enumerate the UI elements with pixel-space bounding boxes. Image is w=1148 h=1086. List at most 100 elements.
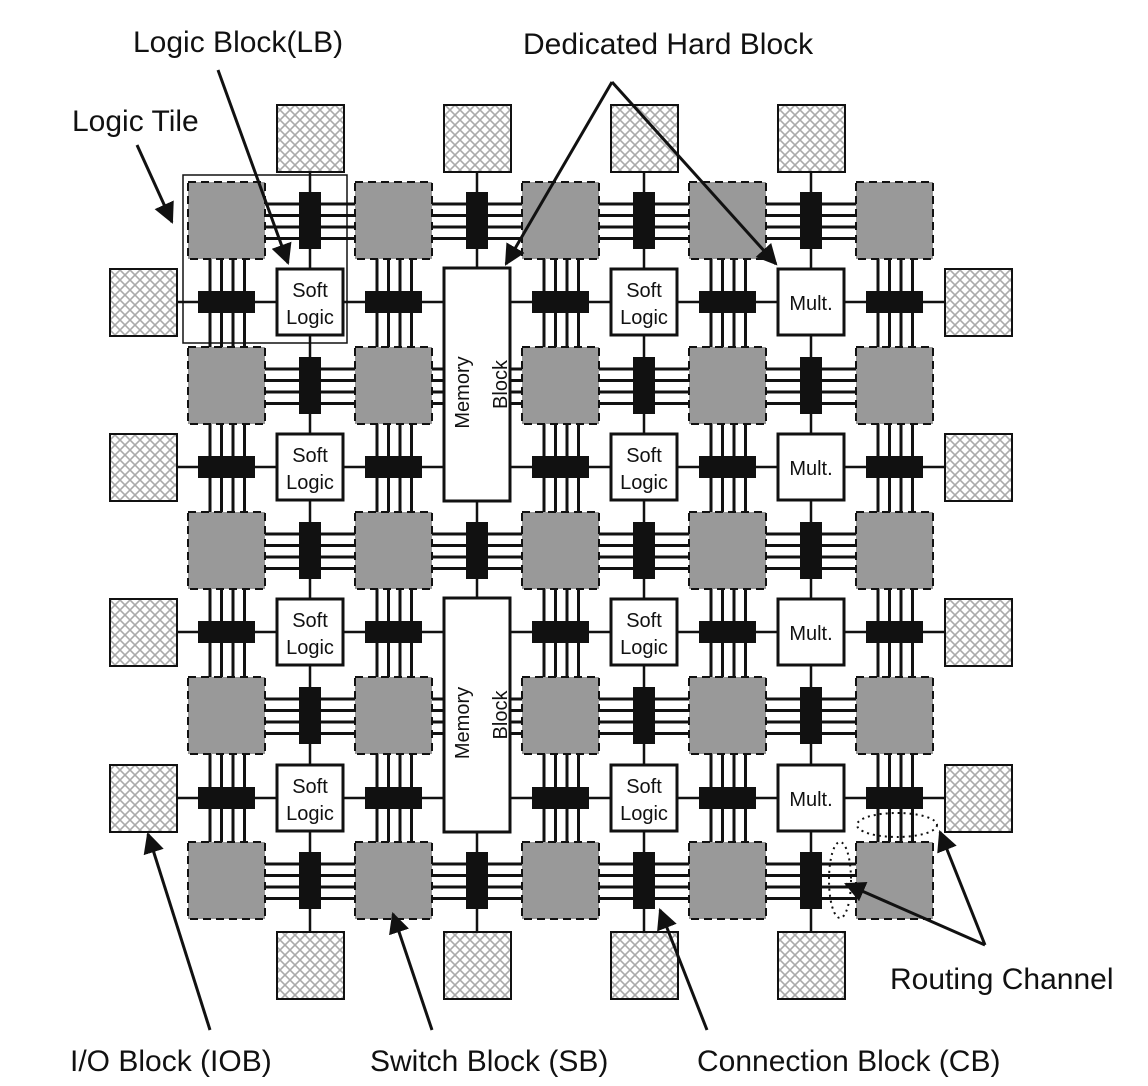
switch-block	[688, 511, 767, 590]
connection-block	[699, 621, 756, 643]
switch-block	[187, 676, 266, 755]
switch-block	[855, 841, 934, 920]
switch-block	[688, 841, 767, 920]
switch-block	[688, 676, 767, 755]
soft-logic-label: Logic	[286, 472, 334, 494]
connection-block	[466, 852, 488, 909]
arrow-io-block	[143, 831, 212, 1031]
connection-block	[466, 192, 488, 249]
io-block	[443, 104, 512, 173]
switch-block	[354, 511, 433, 590]
connection-block	[800, 852, 822, 909]
io-block	[109, 764, 178, 833]
memory-block	[442, 596, 512, 834]
soft-logic-label: Logic	[620, 803, 668, 825]
switch-block	[688, 181, 767, 260]
arrow-hard-block-mult	[610, 80, 778, 266]
switch-block	[354, 346, 433, 425]
label-io-block: I/O Block (IOB)	[70, 1045, 272, 1078]
soft-logic-block	[609, 432, 679, 502]
arrow-routing-channel-1	[844, 881, 986, 947]
switch-block	[354, 181, 433, 260]
soft-logic-label: Soft	[292, 445, 328, 467]
io-block	[944, 433, 1013, 502]
switch-block	[521, 841, 600, 920]
connection-block	[699, 787, 756, 809]
switch-blocks	[187, 181, 934, 920]
memory-block-label: Block	[490, 359, 512, 409]
switch-block	[855, 346, 934, 425]
mult-block-label: Mult.	[789, 293, 832, 315]
arrow-hard-block-memory	[504, 81, 614, 266]
connection-block	[699, 456, 756, 478]
soft-logic-label: Soft	[626, 610, 662, 632]
soft-logic-label: Soft	[626, 280, 662, 302]
connection-block	[532, 291, 589, 313]
connection-block	[633, 687, 655, 744]
connection-block	[633, 522, 655, 579]
mult-block-label: Mult.	[789, 789, 832, 811]
arrow-connection-block	[657, 908, 709, 1031]
switch-block	[521, 676, 600, 755]
mult-block	[776, 763, 846, 833]
io-block	[109, 268, 178, 337]
connection-block	[198, 787, 255, 809]
label-routing-channel: Routing Channel	[890, 963, 1114, 996]
mult-block-label: Mult.	[789, 458, 832, 480]
soft-logic-label: Logic	[620, 472, 668, 494]
memory-block-label: Memory	[452, 687, 474, 759]
connection-block	[532, 456, 589, 478]
switch-block	[855, 181, 934, 260]
connection-block	[633, 852, 655, 909]
soft-logic-label: Soft	[292, 776, 328, 798]
connection-block	[699, 291, 756, 313]
io-block	[610, 104, 679, 173]
switch-block	[688, 346, 767, 425]
switch-block	[521, 346, 600, 425]
memory-block-label: Memory	[452, 356, 474, 428]
memory-block-label: Block	[490, 690, 512, 740]
switch-block	[855, 676, 934, 755]
connection-block	[866, 456, 923, 478]
connection-block	[866, 621, 923, 643]
soft-logic-label: Logic	[620, 307, 668, 329]
connection-block	[198, 456, 255, 478]
io-block	[109, 433, 178, 502]
connection-block	[299, 522, 321, 579]
soft-logic-label: Logic	[286, 803, 334, 825]
label-dedicated-hard-block: Dedicated Hard Block	[523, 28, 814, 61]
io-block	[276, 104, 345, 173]
connection-block	[800, 522, 822, 579]
connection-block	[633, 192, 655, 249]
io-block	[610, 931, 679, 1000]
soft-logic-label: Soft	[626, 445, 662, 467]
io-block	[777, 104, 846, 173]
connection-block	[299, 852, 321, 909]
soft-logic-label: Soft	[292, 610, 328, 632]
switch-block	[187, 181, 266, 260]
soft-logic-block	[275, 763, 345, 833]
connection-block	[633, 357, 655, 414]
io-block	[944, 268, 1013, 337]
logic-blocks: SoftLogicSoftLogicSoftLogicSoftLogicMemo…	[275, 266, 846, 834]
arrow-switch-block	[389, 912, 434, 1031]
label-logic-tile: Logic Tile	[72, 105, 199, 138]
switch-block	[354, 841, 433, 920]
soft-logic-block	[609, 597, 679, 667]
switch-block	[855, 511, 934, 590]
connection-block	[299, 192, 321, 249]
soft-logic-label: Logic	[620, 637, 668, 659]
io-block	[944, 598, 1013, 667]
io-block	[443, 931, 512, 1000]
soft-logic-label: Soft	[626, 776, 662, 798]
connection-blocks	[198, 192, 923, 909]
io-block	[109, 598, 178, 667]
connection-block	[800, 192, 822, 249]
label-switch-block: Switch Block (SB)	[370, 1045, 608, 1078]
arrow-routing-channel-2	[937, 830, 987, 946]
connection-block	[198, 291, 255, 313]
io-block	[777, 931, 846, 1000]
connection-block	[866, 787, 923, 809]
soft-logic-block	[609, 763, 679, 833]
